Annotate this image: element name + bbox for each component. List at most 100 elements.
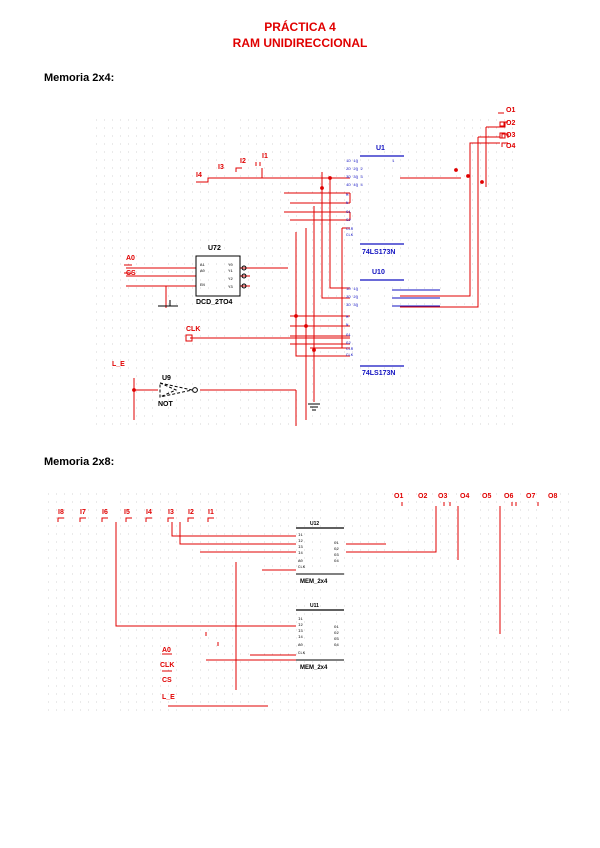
svg-text:A0: A0 [200, 270, 205, 274]
clk-label-2x8: CLK [160, 662, 174, 669]
svg-text:N: N [346, 202, 349, 206]
svg-text:A1: A1 [200, 264, 205, 268]
svg-text:I2: I2 [298, 540, 303, 544]
out8-label-o7: O7 [526, 493, 535, 500]
grid-dots [48, 493, 569, 711]
svg-text:I1: I1 [298, 618, 303, 622]
svg-text:G1: G1 [346, 334, 351, 338]
svg-text:Y0: Y0 [228, 264, 233, 268]
svg-text:O3: O3 [334, 554, 339, 558]
a0-label: A0 [126, 255, 135, 262]
svg-text:A0: A0 [298, 560, 303, 564]
schematic-2x8 [57, 502, 539, 707]
input-label-i3: I3 [218, 164, 224, 171]
2x8-overbars [162, 653, 172, 672]
out8-label-o6: O6 [504, 493, 513, 500]
svg-text:CLK: CLK [298, 566, 306, 570]
out8-label-o1: O1 [394, 493, 403, 500]
svg-text:Y1: Y1 [228, 270, 233, 274]
cs-label-2x8: CS [162, 677, 172, 684]
clk-terminal[interactable] [185, 334, 193, 342]
output-label-o2: O2 [506, 120, 515, 127]
output-terminals [498, 112, 509, 147]
svg-text:CLK: CLK [298, 652, 306, 656]
out8-label-o2: O2 [418, 493, 427, 500]
output-o3-terminal [499, 132, 506, 139]
in8-label-i3: I3 [168, 509, 174, 516]
cs-label: CS [126, 270, 136, 277]
output-label-o3: O3 [506, 132, 515, 139]
svg-text:O2: O2 [334, 632, 339, 636]
svg-text:N: N [346, 324, 349, 328]
output-o2-terminal [499, 121, 506, 128]
svg-text:Y3: Y3 [228, 286, 233, 290]
svg-text:I3: I3 [298, 630, 303, 634]
svg-text:I3: I3 [298, 546, 303, 550]
schematic-grid-2x4 [96, 119, 513, 425]
svg-text:3D 3Q: 3D 3Q [346, 304, 359, 308]
in8-label-i5: I5 [124, 509, 130, 516]
svg-text:CLR: CLR [346, 348, 354, 352]
svg-text:G2: G2 [346, 342, 351, 346]
output-label-o4: O4 [506, 143, 515, 150]
svg-text:3D 3Q 3: 3D 3Q 3 [346, 176, 363, 180]
le-label: L_E [112, 361, 125, 368]
svg-text:I2: I2 [298, 624, 303, 628]
a0-label-2x8: A0 [162, 647, 171, 654]
clk-label: CLK [186, 326, 200, 333]
in8-label-i6: I6 [102, 509, 108, 516]
u10-part-label: 74LS173N [362, 370, 395, 377]
output-label-o1: O1 [506, 107, 515, 114]
out8-label-o3: O3 [438, 493, 447, 500]
svg-text:M: M [346, 316, 349, 320]
svg-text:CLR: CLR [346, 228, 354, 232]
doc-subtitle: RAM UNIDIRECCIONAL [232, 36, 368, 50]
u10-ref-label: U10 [372, 269, 385, 276]
input-label-i4: I4 [196, 172, 202, 179]
schematic-2x4 [126, 112, 509, 426]
le-label-2x8: L_E [162, 694, 175, 701]
svg-text:1D 1Q: 1D 1Q [346, 160, 359, 164]
u11-part-label: MEM_2x4 [300, 665, 328, 671]
u1-ref-label: U1 [376, 145, 385, 152]
svg-text:EN: EN [200, 284, 205, 288]
svg-text:O1: O1 [334, 626, 339, 630]
input-label-i2: I2 [240, 158, 246, 165]
not-part-label: NOT [158, 401, 174, 408]
svg-text:2D 2Q 2: 2D 2Q 2 [346, 168, 363, 172]
out8-label-o5: O5 [482, 493, 491, 500]
in8-label-i7: I7 [80, 509, 86, 516]
in8-label-i4: I4 [146, 509, 152, 516]
svg-text:Y2: Y2 [228, 278, 233, 282]
svg-text:A0: A0 [298, 644, 303, 648]
svg-text:O1: O1 [334, 542, 339, 546]
u10-register: 1D 1Q 2D 2Q 3D 3Q M N G1 G2 CLR CLK [346, 279, 440, 367]
svg-text:1D 1Q: 1D 1Q [346, 288, 359, 292]
input-label-i1: I1 [262, 153, 268, 160]
svg-text:O4: O4 [334, 644, 339, 648]
u12-ref-label: U12 [310, 521, 319, 527]
section-title-2x4: Memoria 2x4: [44, 72, 115, 84]
grid-dots [96, 119, 513, 425]
svg-text:I4: I4 [298, 636, 303, 640]
in8-label-i2: I2 [188, 509, 194, 516]
decoder-part-label: DCD_2TO4 [196, 299, 233, 306]
svg-text:I4: I4 [298, 552, 303, 556]
svg-text:CLK: CLK [346, 234, 354, 238]
in8-label-i1: I1 [208, 509, 214, 516]
out8-label-o4: O4 [460, 493, 469, 500]
svg-text:4D 4Q 4: 4D 4Q 4 [346, 184, 363, 188]
svg-text:2D 2Q: 2D 2Q [346, 296, 359, 300]
in8-label-i8: I8 [58, 509, 64, 516]
svg-text:I1: I1 [298, 534, 303, 538]
svg-text:O4: O4 [334, 560, 339, 564]
svg-text:O3: O3 [334, 638, 339, 642]
doc-title: PRÁCTICA 4 [264, 20, 336, 34]
schematic-grid-2x8 [48, 493, 569, 711]
svg-text:O2: O2 [334, 548, 339, 552]
not-ref-label: U9 [162, 375, 171, 382]
